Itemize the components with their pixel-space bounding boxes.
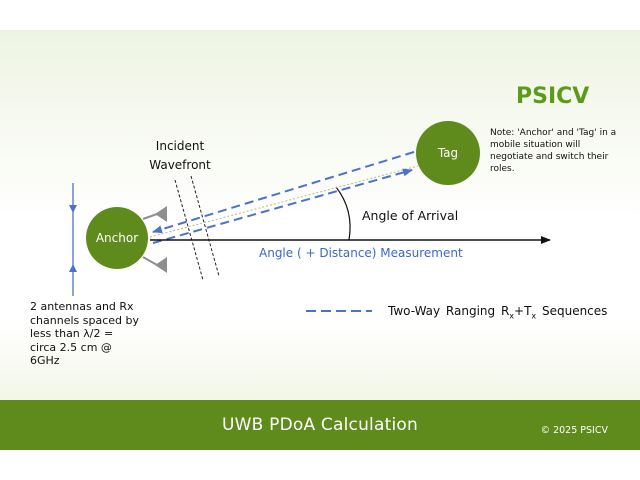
anchor-node: Anchor [86,207,148,269]
wavefront-label: Incident Wavefront [140,137,220,175]
role-note: Note: 'Anchor' and 'Tag' in a mobile sit… [490,128,617,174]
legend-sub-rx: x [509,311,515,321]
brand-logo: PSICV [516,84,590,109]
legend-sub-tx: x [531,311,537,321]
ranging-arrow-to-anchor [152,151,415,234]
antenna-bottom-icon [142,256,167,273]
footer-bar: UWB PDoA Calculation © 2025 PSICV [0,400,640,450]
wavefront-label-line1: Incident [155,139,205,153]
copyright-text: © 2025 PSICV [540,425,608,436]
tag-node: Tag [416,121,480,185]
tag-label: Tag [437,146,459,160]
wavefront-line-2 [190,175,220,277]
wavefront-label-line2: Wavefront [149,158,211,172]
measurement-label: Angle ( + Distance) Measurement [259,246,463,260]
line-of-sight [149,165,419,238]
legend-plus: +T [514,304,532,318]
wavefront-line-1 [174,179,204,281]
antenna-spacing-note: 2 antennas and Rx channels spaced by les… [30,300,139,367]
legend-suffix: Sequences [536,304,608,318]
ranging-arrow-to-tag [152,168,413,244]
angle-of-arrival-label: Angle of Arrival [362,208,459,223]
footer-title: UWB PDoA Calculation [222,415,418,435]
antenna-spacing-arrow [69,183,77,296]
legend-prefix: Two-Way Ranging R [388,304,510,318]
legend-label: Two-Way Ranging Rx+Tx Sequences [388,304,607,320]
angle-of-arrival-arc [335,186,351,241]
anchor-label: Anchor [95,231,139,245]
antenna-top-icon [142,206,167,222]
